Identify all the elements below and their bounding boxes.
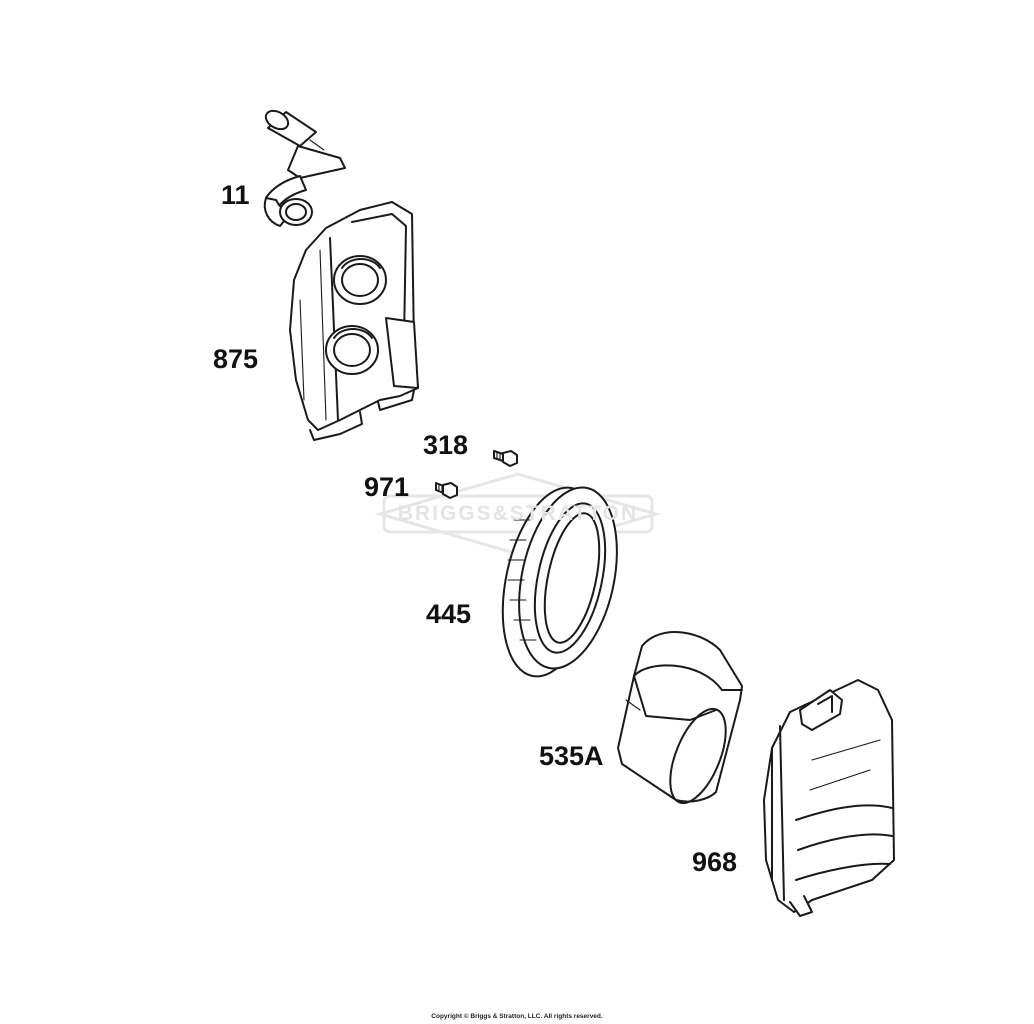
part-445-air-filter-cartridge xyxy=(501,486,618,678)
part-label-445: 445 xyxy=(426,599,472,629)
part-label-968: 968 xyxy=(692,847,738,877)
part-971-screw xyxy=(435,482,458,499)
part-label-875: 875 xyxy=(213,344,259,374)
copyright-notice: Copyright © Briggs & Stratton, LLC. All … xyxy=(431,1013,603,1020)
part-label-971: 971 xyxy=(364,472,410,502)
watermark-logo xyxy=(374,472,662,556)
part-label-11: 11 xyxy=(221,180,250,210)
part-318-screw xyxy=(493,450,518,467)
part-label-318: 318 xyxy=(423,430,469,460)
part-11-breather-tube xyxy=(263,109,346,227)
part-968-air-cleaner-cover xyxy=(763,679,895,917)
part-875-air-cleaner-base xyxy=(289,201,419,441)
part-535a-pre-cleaner xyxy=(617,631,743,805)
part-label-535a: 535A xyxy=(539,741,604,771)
